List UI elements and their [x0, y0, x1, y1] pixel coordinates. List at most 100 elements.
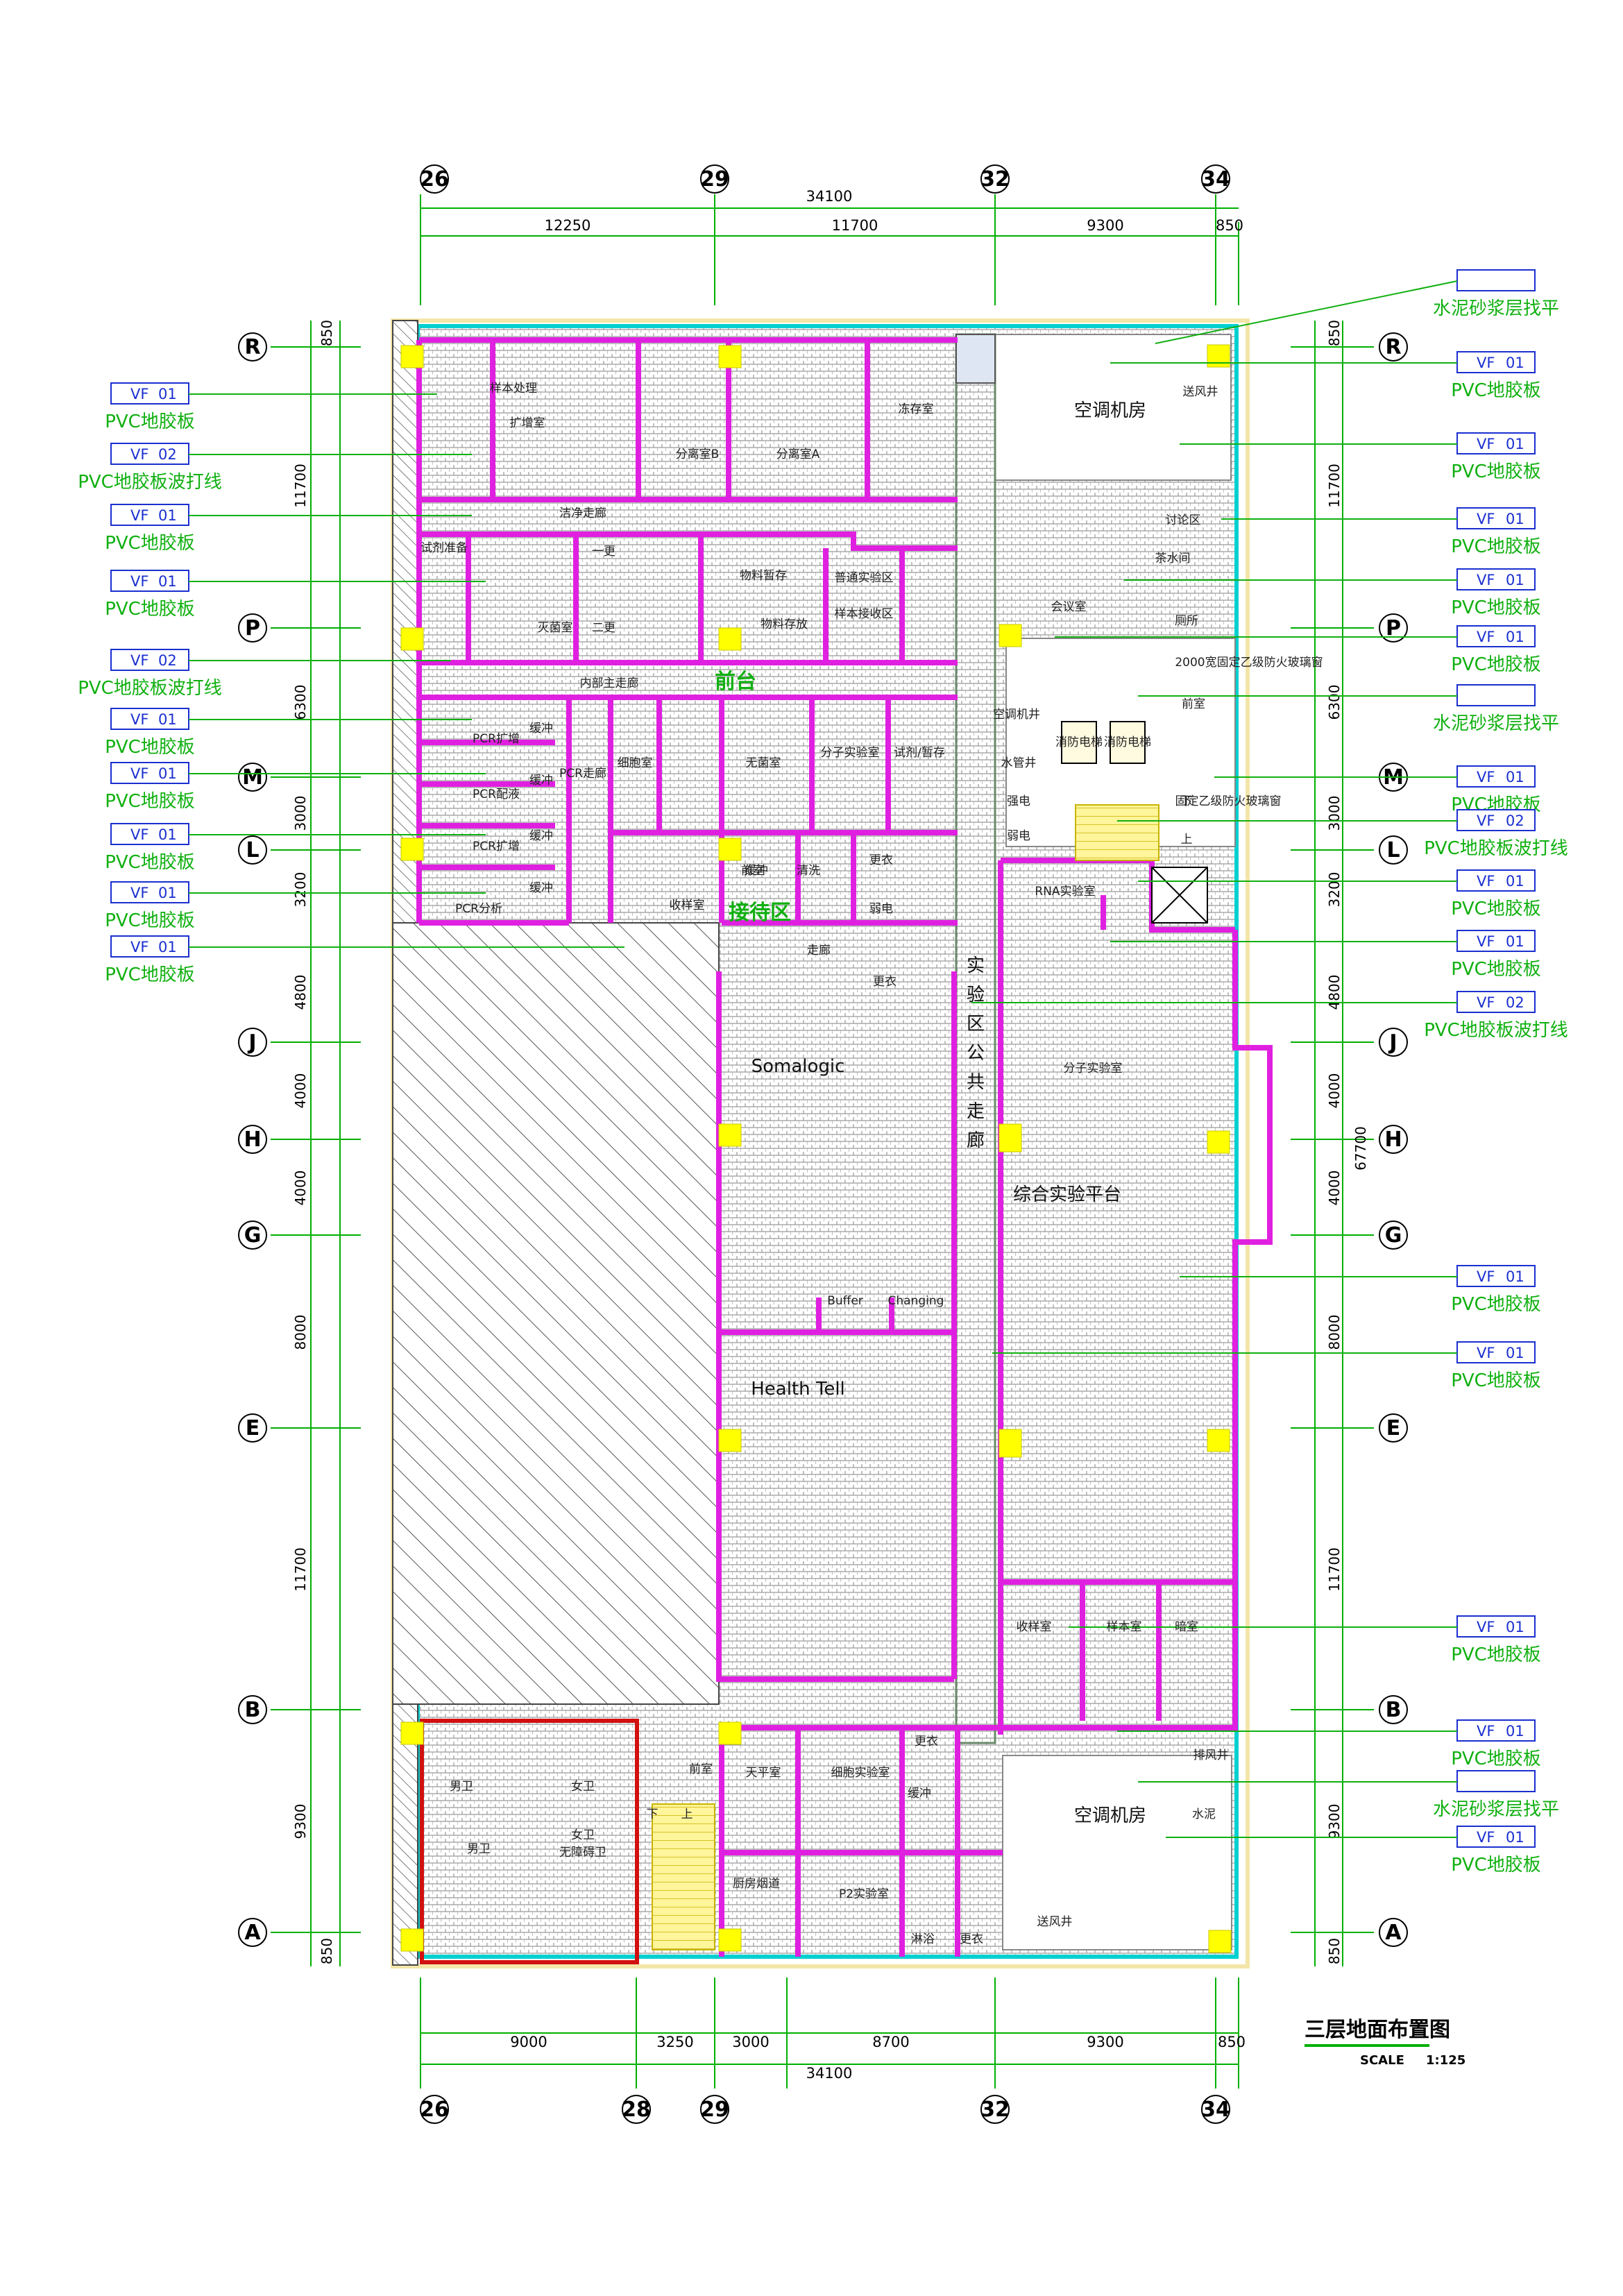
- svg-text:分离室B: 分离室B: [676, 448, 720, 461]
- callout-code: 01: [1506, 572, 1524, 588]
- dim-seg: 3250: [656, 2034, 693, 2050]
- grid-bubble-34: [1201, 164, 1230, 194]
- callout-tag-box: [110, 504, 189, 526]
- grid-label: L: [246, 838, 259, 862]
- callout-tag: VF: [130, 826, 148, 843]
- svg-text:试剂/暂存: 试剂/暂存: [894, 746, 945, 760]
- callout-label: PVC地胶板: [1451, 1294, 1541, 1315]
- callout-tag-box: [1456, 991, 1536, 1013]
- callout-code: 01: [1506, 873, 1524, 890]
- grid-label: P: [245, 616, 260, 640]
- callout-tag: VF: [1477, 572, 1495, 588]
- callout-tag: VF: [1477, 994, 1495, 1011]
- grid-bubbles-bottom: 26 28 29 32 34: [420, 2095, 1230, 2124]
- callout-label: PVC地胶板: [105, 533, 195, 554]
- callout-code: 01: [158, 573, 177, 590]
- callout-tag-box: [110, 881, 189, 903]
- svg-text:样本处理: 样本处理: [490, 382, 537, 396]
- dim-seg: 8700: [872, 2034, 909, 2050]
- svg-text:缓冲: 缓冲: [908, 1787, 931, 1801]
- scale-label: SCALE: [1360, 2053, 1404, 2068]
- svg-text:P2实验室: P2实验室: [839, 1887, 889, 1901]
- grid-label: 34: [1201, 167, 1230, 192]
- callout-tag: VF: [1477, 511, 1495, 527]
- svg-text:物料存放: 物料存放: [760, 618, 808, 631]
- svg-text:PCR扩增: PCR扩增: [473, 840, 520, 853]
- stair-south: [652, 1803, 715, 1950]
- callout-code: 01: [1506, 355, 1524, 371]
- callout-label: PVC地胶板: [105, 737, 195, 758]
- callout-tag: VF: [1477, 1345, 1495, 1361]
- callout-code: 01: [1506, 629, 1524, 645]
- svg-text:PCR扩增: PCR扩增: [473, 732, 520, 746]
- dim-total-bottom: 34100: [806, 2065, 853, 2082]
- dim-total-right: 67700: [1352, 1126, 1369, 1171]
- grid-bubbles-rows: R R P P M M L L J J H H G G E E B B A A: [238, 332, 1408, 1947]
- callout-label: PVC地胶板: [1451, 597, 1541, 618]
- callout-label: PVC地胶板: [105, 791, 195, 812]
- svg-text:二更: 二更: [592, 621, 615, 635]
- grid-label: 28: [622, 2098, 651, 2122]
- callout-code: 02: [1506, 994, 1524, 1011]
- room-label: 送风井: [1037, 1915, 1073, 1929]
- callout-label: PVC地胶板: [1451, 654, 1541, 675]
- room-label: 上: [1181, 833, 1193, 847]
- callout-code: 01: [1506, 1268, 1524, 1285]
- svg-text:11700: 11700: [1326, 1547, 1343, 1592]
- svg-text:普通实验区: 普通实验区: [835, 571, 894, 585]
- svg-text:缓冲: 缓冲: [529, 881, 553, 895]
- svg-text:PCR分析: PCR分析: [455, 902, 502, 916]
- svg-text:4000: 4000: [292, 1171, 309, 1206]
- callout-tag-box: [1456, 930, 1536, 952]
- grid-bubbles-top: 26 29 32 34: [420, 164, 1230, 194]
- callout-tag: VF: [1477, 436, 1495, 452]
- callout-tag-box: [1456, 568, 1536, 590]
- callout-label: PVC地胶板: [1451, 899, 1541, 919]
- callout-tag-box: [110, 935, 189, 958]
- callout-tag-box: [110, 762, 189, 784]
- dim-seg: 9300: [1087, 217, 1123, 234]
- callout-label: PVC地胶板: [1451, 380, 1541, 401]
- public-corridor-label: 实验区公共走廊: [967, 955, 985, 1151]
- callout-tag-box: [1456, 351, 1536, 373]
- callout-tag: VF: [130, 573, 148, 590]
- svg-text:6300: 6300: [292, 685, 309, 720]
- callout-tag-box: [110, 823, 189, 845]
- callout-label: PVC地胶板: [1451, 461, 1541, 482]
- callout-code: 02: [158, 446, 177, 463]
- room-label: Somalogic: [751, 1056, 845, 1077]
- grid-label: A: [1385, 1921, 1402, 1945]
- svg-text:4000: 4000: [1326, 1171, 1343, 1206]
- room-label: 接待区: [729, 901, 791, 925]
- callout-tag-box: [1456, 869, 1536, 892]
- callout-tag-box: [1456, 625, 1536, 647]
- svg-text:样本室: 样本室: [1107, 1620, 1142, 1634]
- callout-tag: VF: [1477, 1619, 1495, 1635]
- svg-text:RNA实验室: RNA实验室: [1035, 885, 1095, 899]
- callout-tag: VF: [130, 885, 148, 901]
- grid-label: E: [1386, 1416, 1401, 1440]
- svg-text:更衣: 更衣: [873, 975, 897, 989]
- callout-tag-box: [110, 443, 189, 465]
- room-label: 女卫: [571, 1828, 595, 1842]
- callout-label: PVC地胶板: [1451, 1749, 1541, 1769]
- grid-label: E: [246, 1416, 260, 1440]
- svg-text:天平室: 天平室: [746, 1766, 781, 1780]
- svg-text:850: 850: [318, 1938, 335, 1964]
- callout-code: 01: [158, 885, 177, 901]
- material-callout: 水泥砂浆层找平: [1155, 269, 1559, 344]
- callout-label: PVC地胶板波打线: [78, 472, 222, 493]
- svg-text:收样室: 收样室: [1017, 1620, 1052, 1634]
- dim-seg: 9300: [1087, 2034, 1123, 2050]
- svg-text:缓冲: 缓冲: [745, 864, 768, 878]
- callout-label: PVC地胶板: [1451, 959, 1541, 980]
